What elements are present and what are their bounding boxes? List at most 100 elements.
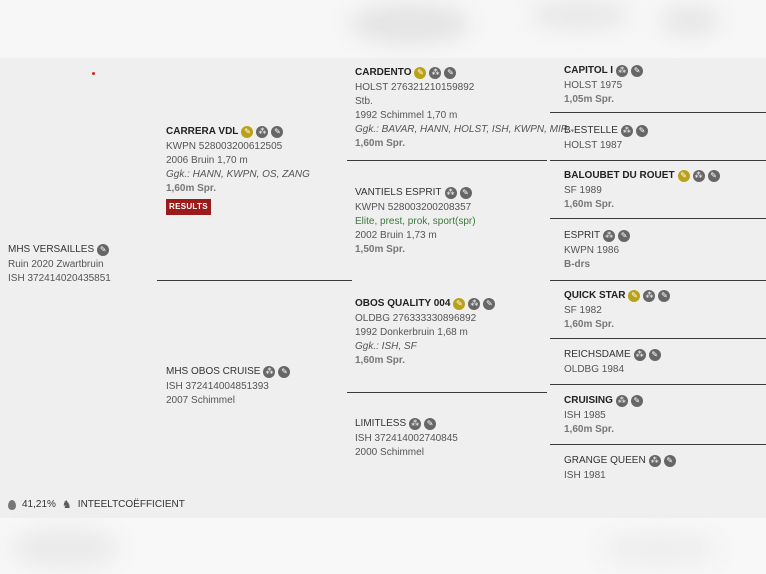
horse-name[interactable]: CRUISING [564,395,613,406]
horse-level: 1,60m Spr. [564,424,615,435]
pencil-icon[interactable]: ✎ [459,187,472,199]
horse-level: 1,50m Spr. [355,244,406,255]
dam-entry: MHS OBOS CRUISE ⁂ ✎ ISH 372414004851393 … [166,364,291,408]
horse-name[interactable]: MHS OBOS CRUISE [166,366,261,377]
pencil-icon[interactable]: ✎ [241,126,254,138]
divider-gen2-bottom [347,392,547,393]
ancestor-6-entry: REICHSDAME ⁂ ✎ OLDBG 1984 [564,347,661,377]
family-icon[interactable]: ⁂ [692,170,705,182]
horse-reg: KWPN 528003200208357 [355,202,472,213]
family-icon[interactable]: ⁂ [444,187,457,199]
pencil-icon[interactable]: ✎ [663,455,676,467]
pencil-icon[interactable]: ✎ [97,244,110,256]
horse-reg: ISH 372414002740845 [355,433,458,444]
horse-info: KWPN 1986 [564,245,620,256]
family-icon[interactable]: ⁂ [429,67,442,79]
ancestor-7-entry: CRUISING ⁂ ✎ ISH 1985 1,60m Spr. [564,393,643,437]
family-icon[interactable]: ⁂ [616,65,629,77]
horse-reg: OLDBG 276333330896892 [355,313,477,324]
divider-gen1 [157,280,352,281]
horse-info: ISH 1985 [564,410,606,421]
horse-reg: ISH 372414004851393 [166,381,269,392]
horse-level: 1,60m Spr. [355,138,406,149]
horse-stb: Stb. [355,96,373,107]
granddam-1-entry: VANTIELS ESPRIT ⁂ ✎ KWPN 528003200208357… [355,185,476,257]
horse-studbooks: Ggk.: ISH, SF [355,341,417,352]
horse-name[interactable]: REICHSDAME [564,349,631,360]
divider-gen2-top [347,160,547,161]
horse-reg: KWPN 528003200612505 [166,141,283,152]
drop-icon [8,499,16,510]
horse-name[interactable]: QUICK STAR [564,290,626,301]
horse-info: HOLST 1975 [564,80,623,91]
sire-entry: CARRERA VDL ✎ ⁂ ✎ KWPN 528003200612505 2… [166,124,310,215]
pencil-icon[interactable]: ✎ [631,65,644,77]
horse-info: SF 1982 [564,305,602,316]
pencil-icon[interactable]: ✎ [707,170,720,182]
inbreeding-value: 41,21% [22,499,56,510]
pencil-icon[interactable]: ✎ [635,125,648,137]
horse-info: 2007 Schimmel [166,395,235,406]
family-icon[interactable]: ⁂ [603,230,616,242]
results-badge[interactable]: RESULTS [166,199,211,215]
horse-reg: HOLST 276321210159892 [355,82,475,93]
horse-name[interactable]: B-ESTELLE [564,125,618,136]
pencil-icon[interactable]: ✎ [618,230,631,242]
divider-gen3-1 [550,112,766,113]
pencil-icon[interactable]: ✎ [424,418,437,430]
horse-name[interactable]: CARRERA VDL [166,126,239,137]
pencil-icon[interactable]: ✎ [278,366,291,378]
family-icon[interactable]: ⁂ [256,126,269,138]
horse-icon: ♞ [61,499,72,511]
family-icon[interactable]: ⁂ [409,418,422,430]
horse-name[interactable]: OBOS QUALITY 004 [355,298,451,309]
blurred-header [0,0,766,58]
horse-name[interactable]: BALOUBET DU ROUET [564,170,675,181]
subject-horse: MHS VERSAILLES ✎ Ruin 2020 Zwartbruin IS… [8,242,111,286]
inbreeding-label: INTEELTCOËFFICIENT [77,499,185,510]
ancestor-8-entry: GRANGE QUEEN ⁂ ✎ ISH 1981 [564,453,676,483]
divider-gen3-7 [550,444,766,445]
horse-name[interactable]: GRANGE QUEEN [564,455,646,466]
horse-level: 1,60m Spr. [166,183,217,194]
family-icon[interactable]: ⁂ [468,298,481,310]
ancestor-1-entry: CAPITOL I ⁂ ✎ HOLST 1975 1,05m Spr. [564,63,644,107]
divider-gen3-6 [550,384,766,385]
pencil-icon[interactable]: ✎ [648,349,661,361]
pencil-icon[interactable]: ✎ [630,395,643,407]
horse-info: 1992 Schimmel 1,70 m [355,110,458,121]
grandsire-1-entry: CARDENTO ✎ ⁂ ✎ HOLST 276321210159892 Stb… [355,65,575,151]
horse-name[interactable]: LIMITLESS [355,418,407,429]
family-icon[interactable]: ⁂ [620,125,633,137]
family-icon[interactable]: ⁂ [615,395,628,407]
horse-level: 1,60m Spr. [564,319,615,330]
horse-studbooks: Ggk.: BAVAR, HANN, HOLST, ISH, KWPN, MIP… [355,124,575,135]
ancestor-5-entry: QUICK STAR ✎ ⁂ ✎ SF 1982 1,60m Spr. [564,288,671,332]
family-icon[interactable]: ⁂ [648,455,661,467]
family-icon[interactable]: ⁂ [263,366,276,378]
horse-level: 1,05m Spr. [564,94,615,105]
pencil-icon[interactable]: ✎ [483,298,496,310]
inbreeding-footer: 41,21% ♞ INTEELTCOËFFICIENT [8,498,185,511]
horse-name[interactable]: MHS VERSAILLES [8,244,95,255]
blurred-footer [0,518,766,574]
pencil-icon[interactable]: ✎ [628,290,641,302]
horse-name[interactable]: VANTIELS ESPRIT [355,187,442,198]
horse-name[interactable]: CAPITOL I [564,65,614,76]
pencil-icon[interactable]: ✎ [658,290,671,302]
horse-level: B-drs [564,259,591,270]
ancestor-4-entry: ESPRIT ⁂ ✎ KWPN 1986 B-drs [564,228,631,272]
grandsire-2-entry: OBOS QUALITY 004 ✎ ⁂ ✎ OLDBG 27633333089… [355,296,496,368]
pencil-icon[interactable]: ✎ [453,298,466,310]
horse-info: 2006 Bruin 1,70 m [166,155,248,166]
horse-name[interactable]: ESPRIT [564,230,601,241]
pencil-icon[interactable]: ✎ [271,126,284,138]
pencil-icon[interactable]: ✎ [414,67,427,79]
family-icon[interactable]: ⁂ [643,290,656,302]
pencil-icon[interactable]: ✎ [444,67,457,79]
pencil-icon[interactable]: ✎ [677,170,690,182]
horse-name[interactable]: CARDENTO [355,67,412,78]
family-icon[interactable]: ⁂ [633,349,646,361]
horse-info: OLDBG 1984 [564,364,625,375]
horse-studbooks: Ggk.: HANN, KWPN, OS, ZANG [166,169,310,180]
